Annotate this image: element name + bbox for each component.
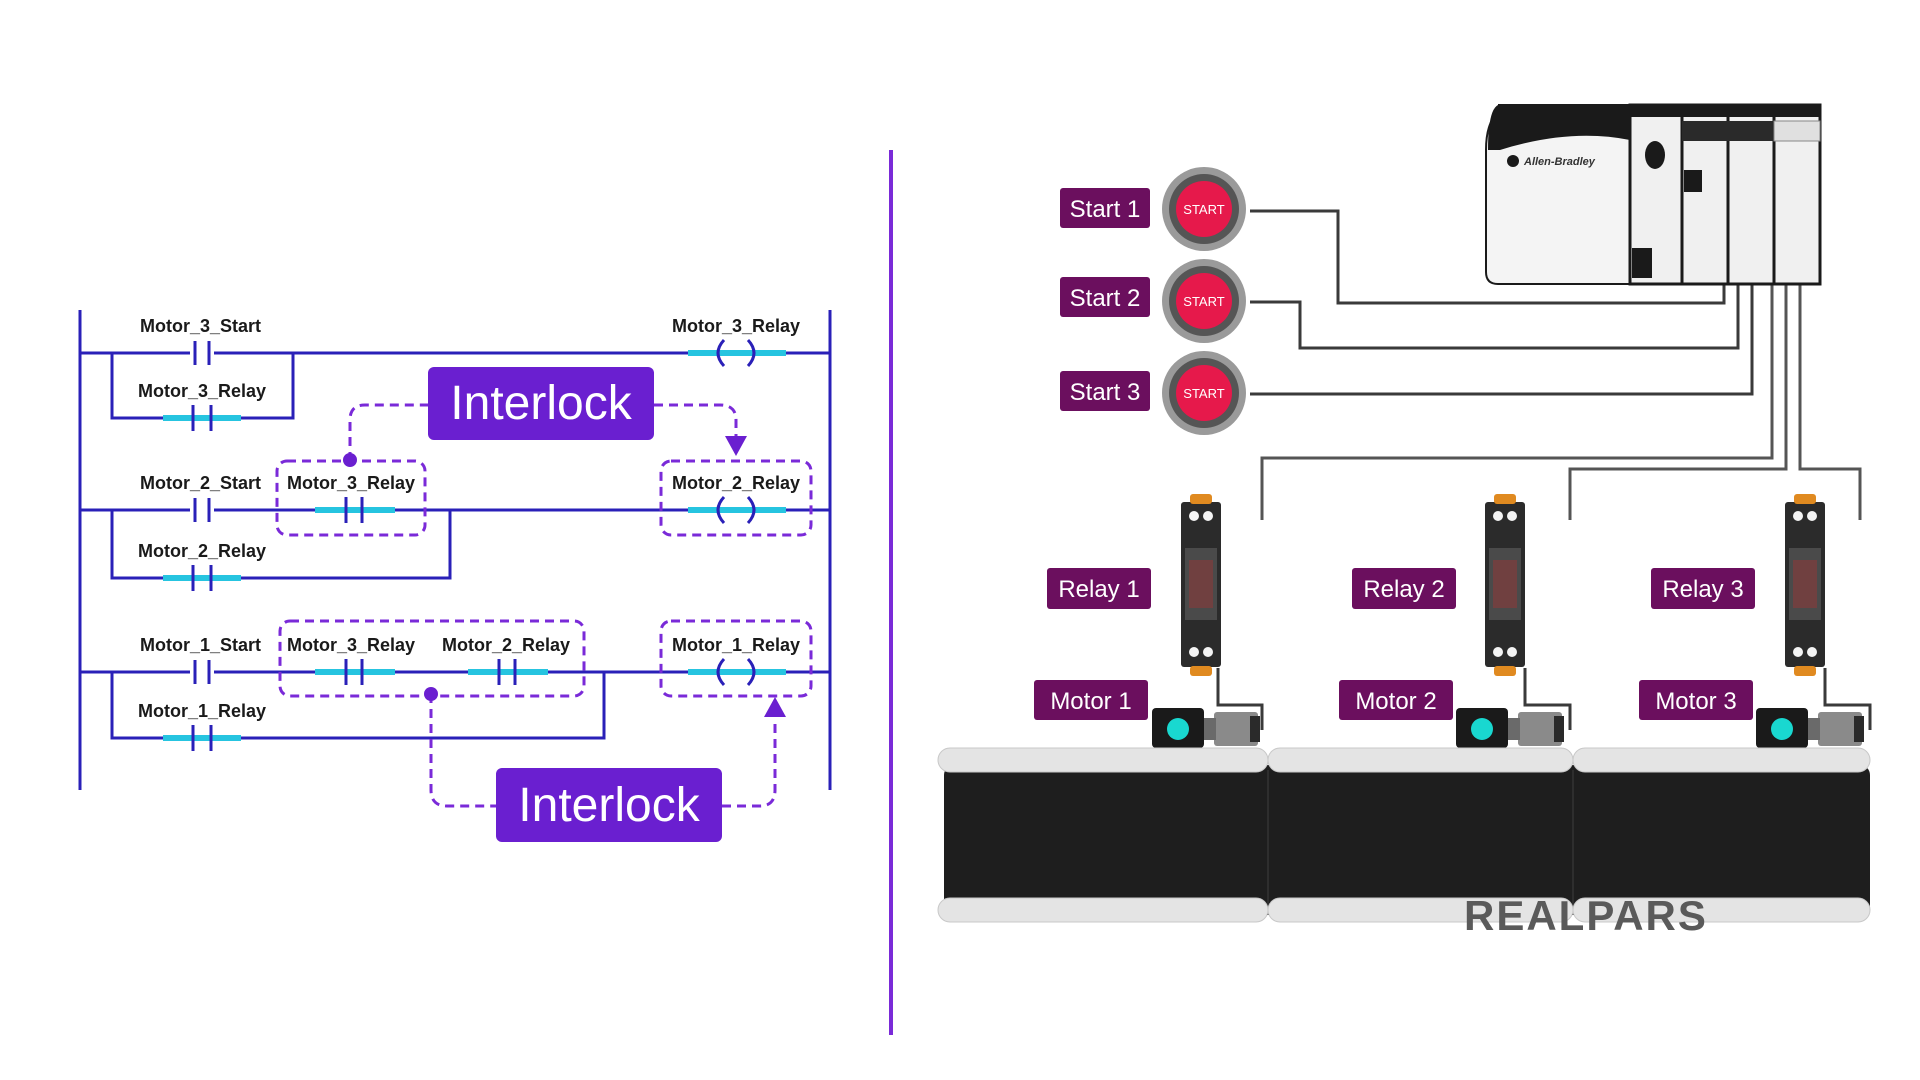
rung2-seal-contact xyxy=(163,565,241,591)
start-2-group: Start 2 START xyxy=(1060,259,1246,343)
rung1-start-label: Motor_3_Start xyxy=(140,316,261,336)
ladder-diagram: Motor_3_Start Motor_3_Relay Motor_3_Rela… xyxy=(78,310,832,842)
rung3-interlock-contact-2 xyxy=(468,659,548,685)
relay-3-group: Relay 3 xyxy=(1651,494,1825,676)
rung3-coil-label: Motor_1_Relay xyxy=(672,635,800,655)
rung2-start-label: Motor_2_Start xyxy=(140,473,261,493)
realpars-watermark: REALPARS xyxy=(1464,892,1708,939)
motor-3-tag: Motor 3 xyxy=(1655,688,1736,715)
rung2-seal-label: Motor_2_Relay xyxy=(138,541,266,561)
rung1-output-coil xyxy=(688,338,786,368)
rung3-interlock2-label: Motor_2_Relay xyxy=(442,635,570,655)
rung1-start-contact xyxy=(190,341,214,365)
relay-1-tag: Relay 1 xyxy=(1058,576,1139,603)
plc-brand-label: Allen-Bradley xyxy=(1523,156,1596,168)
rung-3: Motor_1_Start Motor_3_Relay Motor_2_Rela… xyxy=(80,619,830,751)
rung3-coil-highlight xyxy=(659,619,813,698)
start-3-button-text: START xyxy=(1183,386,1224,401)
rung2-interlock-label: Motor_3_Relay xyxy=(287,473,415,493)
motor-1-tag: Motor 1 xyxy=(1050,688,1131,715)
rung3-start-label: Motor_1_Start xyxy=(140,635,261,655)
interlock-top-text: Interlock xyxy=(450,377,632,430)
plc-controller: Allen-Bradley xyxy=(1485,103,1822,286)
start-2-tag: Start 2 xyxy=(1070,285,1141,312)
rung3-output-coil xyxy=(688,657,786,687)
rung2-start-contact xyxy=(190,498,214,522)
motor-1-icon xyxy=(1152,708,1260,748)
motor-2-icon xyxy=(1456,708,1564,748)
rung2-output-coil xyxy=(688,495,786,525)
interlock-top-connector xyxy=(343,403,747,467)
relay-2-icon xyxy=(1485,494,1525,676)
motor-3-icon xyxy=(1756,708,1864,748)
start-2-button[interactable] xyxy=(1176,273,1232,329)
start-1-button-text: START xyxy=(1183,202,1224,217)
relay-2-tag: Relay 2 xyxy=(1363,576,1444,603)
rung2-interlock-contact xyxy=(315,497,395,523)
rung-2: Motor_2_Start Motor_3_Relay Motor_2_Rela… xyxy=(80,459,830,591)
rung3-interlock-contact-1 xyxy=(315,659,395,685)
rung3-interlock1-label: Motor_3_Relay xyxy=(287,635,415,655)
interlock-bottom-text: Interlock xyxy=(518,779,700,832)
start-3-tag: Start 3 xyxy=(1070,379,1141,406)
relay-2-group: Relay 2 xyxy=(1352,494,1525,676)
rung1-seal-label: Motor_3_Relay xyxy=(138,381,266,401)
interlock-top-badge: Interlock xyxy=(428,367,654,440)
rung3-interlock-highlight xyxy=(278,619,586,698)
hardware-illustration: Allen-Bradley Start 1 START Start 2 STAR… xyxy=(937,103,1872,939)
start-1-group: Start 1 START xyxy=(1060,167,1246,251)
relay-1-icon xyxy=(1181,494,1221,676)
motor-2-tag: Motor 2 xyxy=(1355,688,1436,715)
rung3-seal-contact xyxy=(163,725,241,751)
rung3-start-contact xyxy=(190,660,214,684)
interlock-bottom-badge: Interlock xyxy=(496,768,722,842)
rung3-seal-label: Motor_1_Relay xyxy=(138,701,266,721)
relay-3-tag: Relay 3 xyxy=(1662,576,1743,603)
start-3-group: Start 3 START xyxy=(1060,351,1246,435)
rung2-coil-label: Motor_2_Relay xyxy=(672,473,800,493)
rung1-seal-contact xyxy=(163,405,241,431)
rung-1: Motor_3_Start Motor_3_Relay Motor_3_Rela… xyxy=(80,316,830,431)
start-1-tag: Start 1 xyxy=(1070,196,1141,223)
relay-3-icon xyxy=(1785,494,1825,676)
start-2-button-text: START xyxy=(1183,294,1224,309)
start-1-button[interactable] xyxy=(1176,181,1232,237)
rung2-coil-highlight xyxy=(659,459,813,537)
interlock-bottom-connector xyxy=(424,687,786,808)
rung1-coil-label: Motor_3_Relay xyxy=(672,316,800,336)
relay-1-group: Relay 1 xyxy=(1047,494,1221,676)
wiring xyxy=(1216,209,1872,730)
conveyor-belt xyxy=(937,747,1871,923)
start-3-button[interactable] xyxy=(1176,365,1232,421)
